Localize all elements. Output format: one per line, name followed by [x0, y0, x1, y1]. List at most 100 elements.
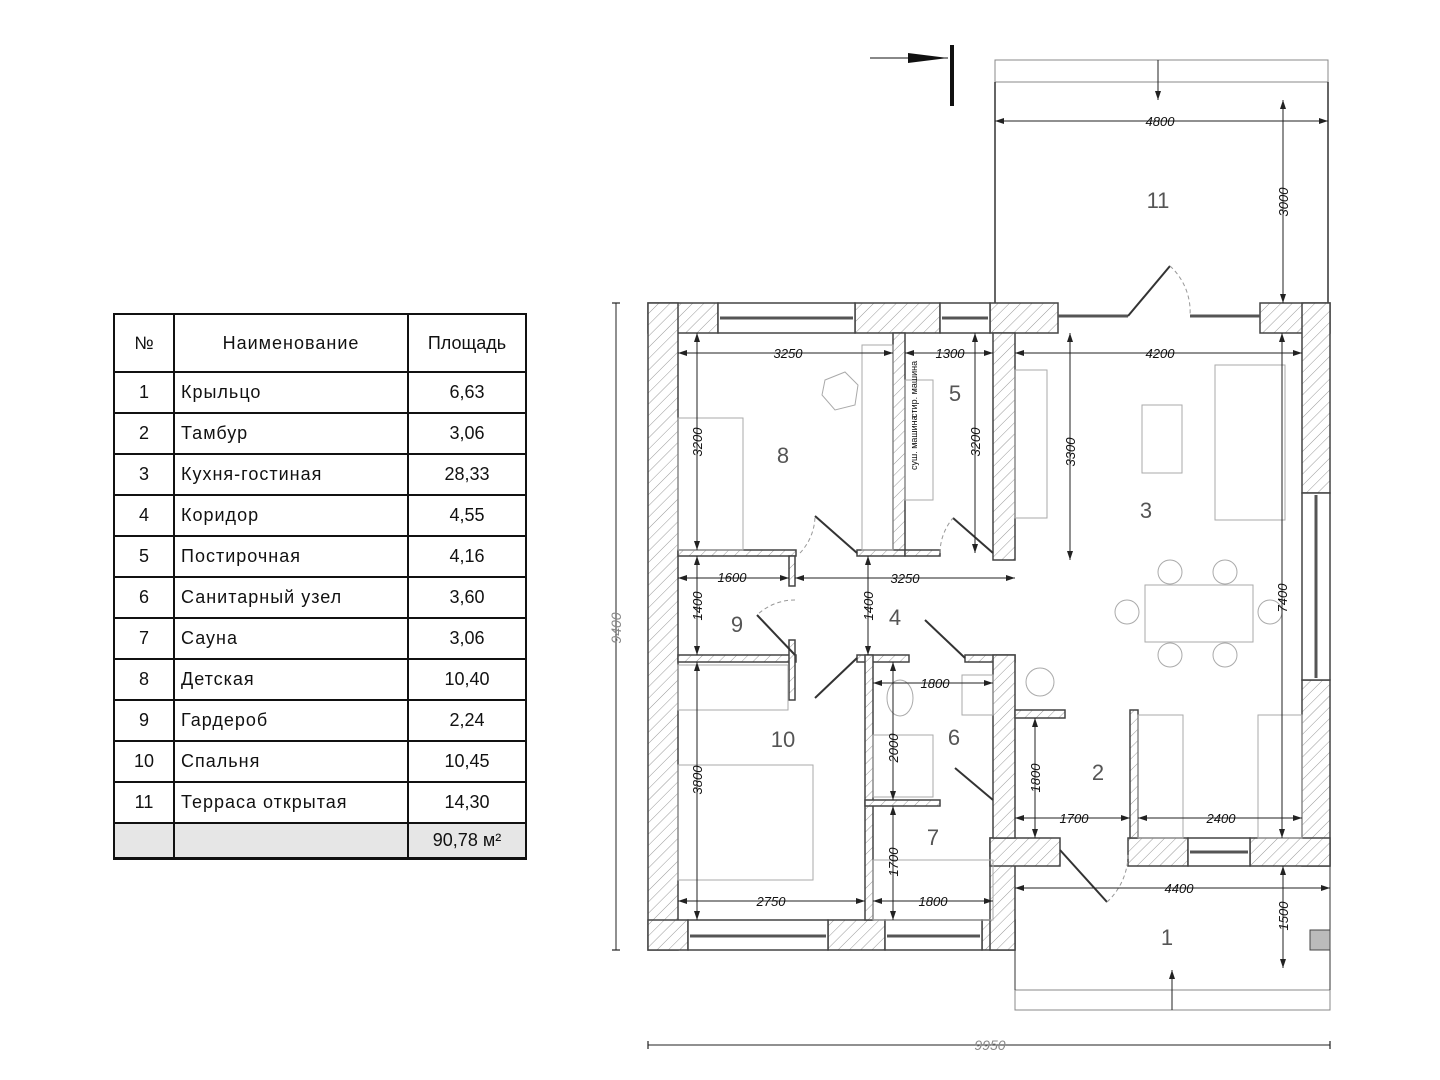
room-number-10: 10 — [771, 727, 795, 752]
dim-room10-height: 3800 — [690, 765, 705, 795]
dim-room8-width: 3250 — [774, 346, 804, 361]
room-area-cell: 3,06 — [407, 412, 527, 455]
sofa — [1214, 364, 1286, 521]
room-area-cell: 10,45 — [407, 740, 527, 783]
doors — [756, 265, 1191, 903]
dim-room6-height: 2000 — [886, 733, 901, 764]
dim-room9-height: 1400 — [690, 591, 705, 621]
room-name-cell: Постирочная — [173, 535, 409, 578]
bed-double — [677, 764, 814, 881]
room-area-cell: 10,40 — [407, 658, 527, 701]
hanger — [1014, 369, 1048, 519]
dim-overall-width: 9950 — [974, 1037, 1005, 1053]
room-number-cell: 5 — [113, 535, 175, 578]
room-area-cell: 4,16 — [407, 535, 527, 578]
total-empty-cell — [173, 822, 409, 860]
room-number-cell: 11 — [113, 781, 175, 824]
room-number-6: 6 — [948, 725, 960, 750]
dim-room6-width: 1800 — [921, 676, 951, 691]
dim-porch-depth: 1500 — [1276, 901, 1291, 931]
total-row: 90,78 м² — [113, 822, 527, 860]
room-area-cell: 4,55 — [407, 494, 527, 537]
room-number-7: 7 — [927, 825, 939, 850]
room-name-cell: Спальня — [173, 740, 409, 783]
dim-room2-width: 1700 — [1060, 811, 1090, 826]
terrace — [994, 59, 1329, 303]
table-header-row: № Наименование Площадь — [113, 313, 527, 373]
dimension-lines — [612, 100, 1331, 1049]
room-area-cell: 6,63 — [407, 371, 527, 414]
wardrobe — [861, 344, 894, 551]
room-area-cell: 3,60 — [407, 576, 527, 619]
header-number: № — [113, 313, 175, 373]
room-number-9: 9 — [731, 612, 743, 637]
room-name-cell: Тамбур — [173, 412, 409, 455]
dim-room10-width: 2750 — [756, 894, 787, 909]
dim-living-lower-width: 2400 — [1206, 811, 1237, 826]
header-name: Наименование — [173, 313, 409, 373]
room-area-cell: 2,24 — [407, 699, 527, 742]
room-number-11: 11 — [1147, 188, 1170, 213]
washer-label: стир. машина — [909, 361, 919, 418]
room-number-cell: 1 — [113, 371, 175, 414]
dim-room7-width: 1800 — [919, 894, 949, 909]
washer-dryer — [904, 379, 934, 501]
coffee-table — [1141, 404, 1183, 474]
room-number-cell: 4 — [113, 494, 175, 537]
kitchen-counter-right — [1257, 714, 1303, 839]
room-number-4: 4 — [889, 605, 901, 630]
room-number-cell: 7 — [113, 617, 175, 660]
room-number-8: 8 — [777, 443, 789, 468]
room-name-cell: Сауна — [173, 617, 409, 660]
dim-terrace-depth: 3000 — [1276, 187, 1291, 217]
room-name-cell: Санитарный узел — [173, 576, 409, 619]
room-numbers: 1 2 3 4 5 6 7 8 9 10 11 — [731, 188, 1173, 950]
room-area-cell: 28,33 — [407, 453, 527, 496]
room-number-2: 2 — [1092, 760, 1104, 785]
furniture: стир. машина суш. машина — [677, 344, 1303, 921]
room-name-cell: Терраса открытая — [173, 781, 409, 824]
chair — [821, 371, 859, 411]
room-number-3: 3 — [1140, 498, 1152, 523]
dim-room3-width: 4200 — [1146, 346, 1176, 361]
header-area: Площадь — [407, 313, 527, 373]
interior-walls — [677, 332, 1139, 921]
dim-room5-height: 3200 — [968, 427, 983, 457]
dryer-label: суш. машина — [909, 415, 919, 470]
dim-room7-height: 1700 — [886, 847, 901, 877]
room-area-cell: 3,06 — [407, 617, 527, 660]
room-name-cell: Коридор — [173, 494, 409, 537]
dim-room3-total-height: 7400 — [1275, 583, 1290, 613]
room-name-cell: Кухня-гостиная — [173, 453, 409, 496]
dim-room2-height: 1800 — [1028, 763, 1043, 793]
post — [1309, 929, 1331, 951]
dim-terrace-width: 4800 — [1146, 114, 1176, 129]
sauna-bench — [872, 859, 994, 921]
wardrobe-bedroom — [677, 664, 789, 711]
room-number-cell: 3 — [113, 453, 175, 496]
shower — [872, 734, 934, 798]
room-name-cell: Детская — [173, 658, 409, 701]
bed-child — [677, 417, 744, 551]
room-number-cell: 2 — [113, 412, 175, 455]
kitchen-counter-left — [1137, 714, 1184, 839]
room-number-cell: 6 — [113, 576, 175, 619]
total-area-cell: 90,78 м² — [407, 822, 527, 860]
dim-room8-height: 3200 — [690, 427, 705, 457]
dim-room5-width: 1300 — [936, 346, 966, 361]
dining-table — [1144, 584, 1254, 643]
dim-room3-height: 3300 — [1063, 437, 1078, 467]
toilet — [886, 679, 914, 717]
dim-room9-width: 1600 — [718, 570, 748, 585]
